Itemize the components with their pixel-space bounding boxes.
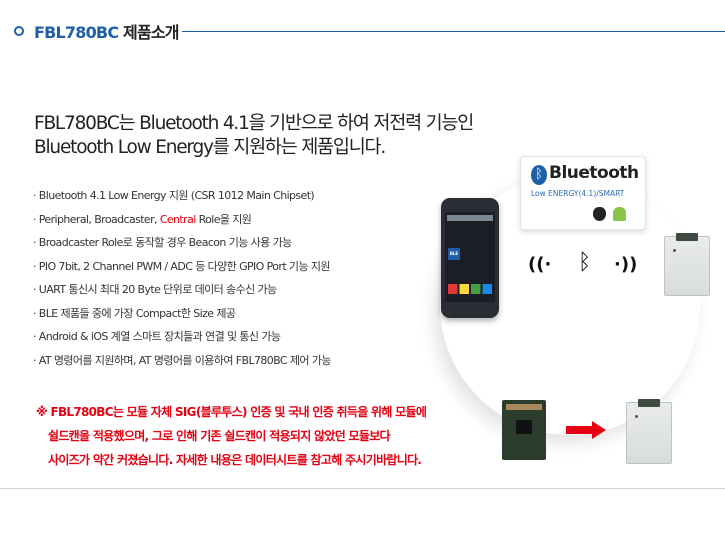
feature-item: · Broadcaster Role로 동작할 경우 Beacon 기능 사용 …: [33, 236, 292, 249]
feature-highlight-central: Central: [159, 212, 196, 226]
pcb-pads: [506, 404, 542, 410]
ble-app-icon: BLE: [448, 248, 460, 260]
phone-screen: BLE: [445, 212, 495, 302]
note-line-3: 사이즈가 약간 커졌습니다. 자세한 내용은 데이터시트를 참고해 주시기바랍니…: [48, 453, 422, 467]
feature-item: · Peripheral, Broadcaster, Central Role을…: [33, 212, 331, 236]
phone-app-icons: [448, 284, 492, 294]
feature-list: · Bluetooth 4.1 Low Energy 지원 (CSR 1012 …: [33, 188, 331, 376]
module-antenna: [676, 233, 698, 241]
shield-can-note: ※ FBL780BC는 모듈 자체 SIG(블루투스) 인증 및 국내 인증 취…: [36, 400, 427, 472]
bluetooth-icon: ᛒ: [531, 165, 547, 185]
feature-item: · PIO 7bit, 2 Channel PWM / ADC 등 다양한 GP…: [33, 259, 331, 273]
bluetooth-wordmark: Bluetooth: [549, 163, 639, 183]
bluetooth-subtitle: Low ENERGY(4.1)/SMART: [531, 189, 625, 198]
feature-item: · AT 명령어를 지원하며, AT 명령어를 이용하여 FBL780BC 제어…: [33, 353, 331, 367]
note-line-2: 쉴드캔을 적용했으며, 그로 인해 기존 쉴드캔이 적용되지 않았던 모듈보다: [48, 429, 391, 443]
signal-wave-icon: ((·: [528, 254, 552, 275]
bluetooth-icon: ᛒ: [578, 250, 592, 275]
module-marker: [673, 249, 676, 252]
bottom-divider: [0, 488, 725, 489]
phone-search-bar: [447, 215, 493, 221]
feature-item: · BLE 제품들 중에 가장 Compact한 Size 제공: [33, 306, 236, 320]
module-antenna: [638, 399, 660, 407]
header-divider: [182, 31, 725, 32]
section-title-product: FBL780BC: [34, 23, 119, 42]
fbl780bc-module-image: [664, 233, 710, 296]
arrow-right-icon: [566, 421, 606, 439]
pcb-chip: [516, 420, 532, 434]
intro-line-2: Bluetooth Low Energy를 지원하는 제품입니다.: [34, 137, 386, 158]
bullet-circle-icon: [14, 26, 24, 36]
feature-item: · Android & iOS 계열 스마트 장치들과 연결 및 통신 가능: [33, 330, 281, 343]
feature-item: · Bluetooth 4.1 Low Energy 지원 (CSR 1012 …: [33, 189, 315, 202]
note-line-1: ※ FBL780BC는 모듈 자체 SIG(블루투스) 인증 및 국내 인증 취…: [36, 405, 427, 419]
android-icon: [613, 207, 626, 221]
module-with-shield-image: [626, 399, 672, 464]
section-title-label: 제품소개: [118, 23, 179, 42]
apple-icon: [593, 207, 606, 221]
feature-item-text: · Peripheral, Broadcaster,: [33, 212, 160, 226]
section-title: FBL780BC 제품소개: [34, 19, 180, 43]
feature-item-text: Role을 지원: [195, 212, 252, 226]
section-header: FBL780BC 제품소개: [0, 0, 725, 60]
bluetooth-card: ᛒ Bluetooth Low ENERGY(4.1)/SMART: [520, 156, 646, 230]
intro-line-1: FBL780BC는 Bluetooth 4.1을 기반으로 하여 저전력 기능인: [34, 113, 474, 134]
smartphone-image: BLE: [441, 198, 499, 318]
module-marker: [635, 415, 638, 418]
signal-wave-icon: ·)): [614, 254, 638, 275]
intro-text: FBL780BC는 Bluetooth 4.1을 기반으로 하여 저전력 기능인…: [34, 112, 474, 160]
module-without-shield-image: [502, 400, 546, 460]
feature-item: · UART 통신시 최대 20 Byte 단위로 데이터 송수신 가능: [33, 283, 277, 296]
